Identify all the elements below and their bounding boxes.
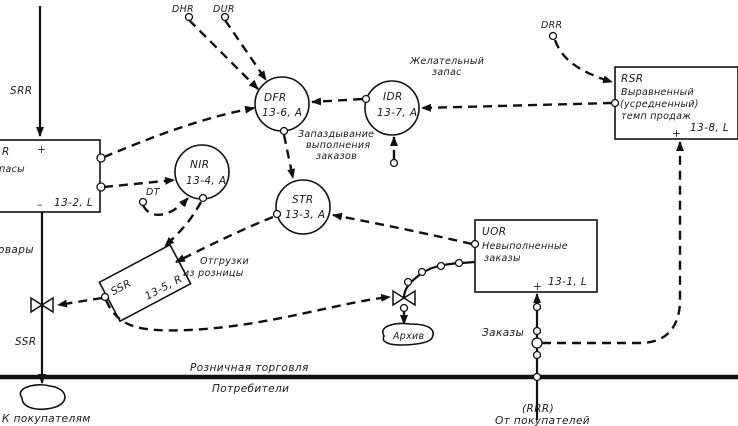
link-str-ssr [175,215,274,264]
boundary-upper-label: Розничная торговля [190,362,309,374]
dur-source [220,12,230,22]
rsr-code: RSR [621,73,643,85]
link-dfr-str [282,134,296,179]
ssr-rate-box[interactable]: SSR 13-5, R [98,243,192,323]
link-dhr-dfr [188,19,259,90]
ssr-label-line1: Отгрузки [200,256,249,267]
orders-point-3 [532,350,542,360]
ssr-label-line2: из розницы [183,268,244,279]
uor-name-line1: Невыполненные [482,241,568,252]
incoming-flow-label: SRR [10,85,32,97]
link-dt-nir [141,197,189,216]
nir-node[interactable] [174,144,230,200]
rsr-plus: + [672,128,681,140]
link-uor-str [332,212,473,246]
uor-tap [470,239,480,249]
link-ssr-valve [57,296,103,308]
archive-point-3 [417,267,427,277]
retail-inventory-name: пасы [0,164,25,175]
link-ssr-archive-valve [104,293,391,332]
rsr-tap [610,98,620,108]
rsr-name-line3: темп продаж [621,111,691,122]
retail-inventory-box[interactable] [0,139,101,213]
to-customers-label: К покупателям [2,413,91,425]
rsr-name-line2: (усредненный) [620,99,699,110]
dfr-tap [279,126,289,136]
link-drr-rsr [553,39,613,84]
idr-node[interactable] [364,80,420,136]
dhr-label: DHR [172,4,194,15]
idr-label-line1: Желательный [409,56,484,67]
orders-boundary-point [532,372,542,382]
rsr-box[interactable] [614,66,738,140]
uor-plus: + [533,281,542,293]
rsr-name-line1: Выравненный [621,87,694,98]
to-customers-sink [19,383,66,411]
uor-code: UOR [482,226,506,238]
str-node[interactable] [275,179,331,235]
dfr-label-line1: Запаздывание [298,129,374,140]
idr-input-source [389,158,399,168]
nir-tap [198,193,208,203]
retail-inventory-code: R [2,146,10,158]
orders-label: Заказы [482,327,524,339]
orders-take-off [531,337,543,349]
retail-inventory-tap-1 [96,153,106,163]
link-iar-nir [103,176,175,189]
archive-point-1 [454,258,464,268]
ssr-tap [100,292,110,302]
dfr-node[interactable] [254,76,310,132]
archive-label: Архив [392,331,425,342]
retail-inventory-id: 13-2, L [54,197,93,209]
rsr-id: 13-8, L [690,122,729,134]
outgoing-flow-label: SSR [15,336,36,348]
archive-flow-line [402,260,476,299]
dfr-code: DFR [264,92,287,104]
nir-id: 13-4, A [186,175,227,187]
link-dur-dfr [224,19,267,81]
uor-name-line2: заказы [484,253,521,264]
link-idr-dfr [311,97,363,106]
drr-source [548,31,558,41]
dfr-label-line2: выполнения [306,140,370,151]
uor-box[interactable] [474,219,598,293]
idr-tap [361,94,371,104]
str-code: STR [292,194,314,206]
dt-source [138,197,148,207]
dfr-id: 13-6, A [262,107,303,119]
drr-label: DRR [541,20,562,31]
link-iar-dfr [103,105,255,159]
orders-point-1 [532,302,542,312]
retail-inventory-plus: + [37,144,46,156]
dur-label: DUR [213,4,235,15]
archive-point-4 [403,277,413,287]
str-id: 13-3, A [285,209,326,221]
dfr-label-line3: заказов [316,151,357,162]
archive-point-5 [399,303,409,313]
retail-inventory-minus: – [37,199,43,211]
goods-label: овары [0,244,34,256]
from-customers-label: От покупателей [495,415,590,426]
link-rsr-idr [421,101,613,112]
nir-code: NIR [190,159,209,171]
archive-sink [381,322,434,346]
idr-label-line2: запас [432,67,462,78]
shipment-valve[interactable] [30,296,54,314]
boundary-lower-label: Потребители [212,383,289,395]
rrr-label: (RRR) [522,403,554,415]
dt-label: DT [146,187,161,198]
str-tap [272,209,282,219]
idr-id: 13-7, A [377,107,418,119]
archive-point-2 [436,261,446,271]
dhr-source [184,12,194,22]
retail-inventory-tap-2 [96,182,106,192]
archive-valve[interactable] [392,289,416,307]
uor-id: 13-1, L [548,276,587,288]
link-nir-ssr [164,201,203,247]
idr-code: IDR [383,91,403,103]
orders-point-2 [532,326,542,336]
